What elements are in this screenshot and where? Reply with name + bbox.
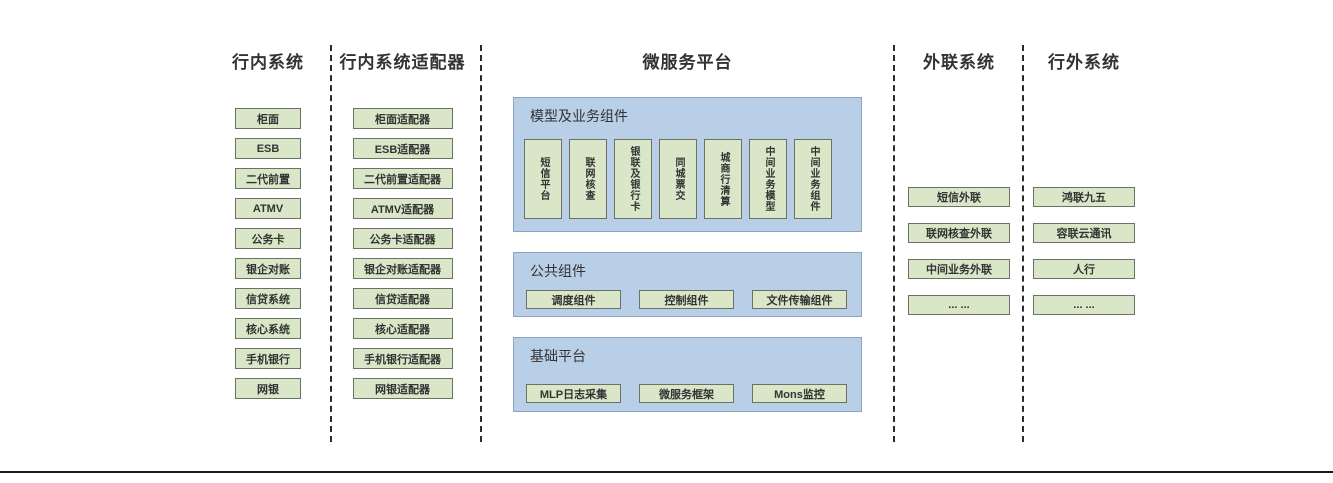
component-box: 控制组件	[639, 290, 734, 309]
column-title: 行外系统	[1048, 53, 1120, 72]
system-box: 银企对账	[235, 258, 301, 279]
system-box: 柜面	[235, 108, 301, 129]
outlink-box: 短信外联	[908, 187, 1010, 207]
external-box: 人行	[1033, 259, 1135, 279]
component-box: 微服务框架	[639, 384, 734, 403]
column-outlink-systems: 外联系统 短信外联 联网核查外联 中间业务外联 ... ...	[908, 52, 1010, 331]
outlink-box-more: ... ...	[908, 295, 1010, 315]
column-title: 行内系统适配器	[339, 53, 466, 72]
panel-label: 基础平台	[530, 348, 586, 364]
component-box: 文件传输组件	[752, 290, 847, 309]
adapter-box: 公务卡适配器	[352, 228, 453, 249]
outlink-box: 中间业务外联	[908, 259, 1010, 279]
adapter-box: 银企对账适配器	[352, 258, 453, 279]
adapter-box: 二代前置适配器	[352, 168, 453, 189]
component-box-vertical: 中间业务组件	[794, 139, 832, 219]
adapter-box: ATMV适配器	[352, 198, 453, 219]
panel-base-platform: 基础平台 MLP日志采集 微服务框架 Mons监控	[513, 337, 862, 412]
column-external-systems: 行外系统 鸿联九五 容联云通讯 人行 ... ...	[1033, 52, 1135, 331]
panel-label: 模型及业务组件	[530, 108, 628, 124]
component-box: MLP日志采集	[526, 384, 621, 403]
component-box: Mons监控	[752, 384, 847, 403]
system-box: 二代前置	[235, 168, 301, 189]
component-box-vertical: 中间业务模型	[749, 139, 787, 219]
component-box-vertical: 银联及银行卡	[614, 139, 652, 219]
component-box-vertical: 同城票交	[659, 139, 697, 219]
adapter-box: 手机银行适配器	[352, 348, 453, 369]
external-box-more: ... ...	[1033, 295, 1135, 315]
component-box-vertical: 城商行清算	[704, 139, 742, 219]
external-box: 容联云通讯	[1033, 223, 1135, 243]
adapter-box: ESB适配器	[352, 138, 453, 159]
column-microservice-platform: 微服务平台 模型及业务组件 短信平台 联网核查 银联及银行卡 同城票交 城商行清…	[513, 52, 862, 412]
component-box: 调度组件	[526, 290, 621, 309]
adapter-box: 信贷适配器	[352, 288, 453, 309]
adapter-box: 柜面适配器	[352, 108, 453, 129]
panel-common-components: 公共组件 调度组件 控制组件 文件传输组件	[513, 252, 862, 317]
column-separator	[330, 45, 332, 442]
system-box: 网银	[235, 378, 301, 399]
component-box-row: 调度组件 控制组件 文件传输组件	[514, 290, 861, 309]
column-separator	[1022, 45, 1024, 442]
panel-label: 公共组件	[530, 263, 586, 279]
system-box: ESB	[235, 138, 301, 159]
column-internal-systems: 行内系统 柜面 ESB 二代前置 ATMV 公务卡 银企对账 信贷系统 核心系统…	[203, 52, 333, 408]
system-box: 核心系统	[235, 318, 301, 339]
system-box: 公务卡	[235, 228, 301, 249]
system-box: 手机银行	[235, 348, 301, 369]
system-box: ATMV	[235, 198, 301, 219]
column-separator	[480, 45, 482, 442]
column-separator	[893, 45, 895, 442]
component-box-vertical: 联网核查	[569, 139, 607, 219]
column-internal-adapters: 行内系统适配器 柜面适配器 ESB适配器 二代前置适配器 ATMV适配器 公务卡…	[340, 52, 465, 408]
vertical-box-row: 短信平台 联网核查 银联及银行卡 同城票交 城商行清算 中间业务模型 中间业务组…	[514, 139, 861, 219]
column-title: 微服务平台	[642, 53, 733, 72]
component-box-vertical: 短信平台	[524, 139, 562, 219]
column-title: 外联系统	[923, 53, 995, 72]
panel-model-business-components: 模型及业务组件 短信平台 联网核查 银联及银行卡 同城票交 城商行清算 中间业务…	[513, 97, 862, 232]
outlink-box: 联网核查外联	[908, 223, 1010, 243]
system-box: 信贷系统	[235, 288, 301, 309]
column-title: 行内系统	[232, 53, 304, 72]
adapter-box: 网银适配器	[352, 378, 453, 399]
external-box: 鸿联九五	[1033, 187, 1135, 207]
adapter-box: 核心适配器	[352, 318, 453, 339]
bottom-rule	[0, 471, 1333, 473]
component-box-row: MLP日志采集 微服务框架 Mons监控	[514, 384, 861, 403]
